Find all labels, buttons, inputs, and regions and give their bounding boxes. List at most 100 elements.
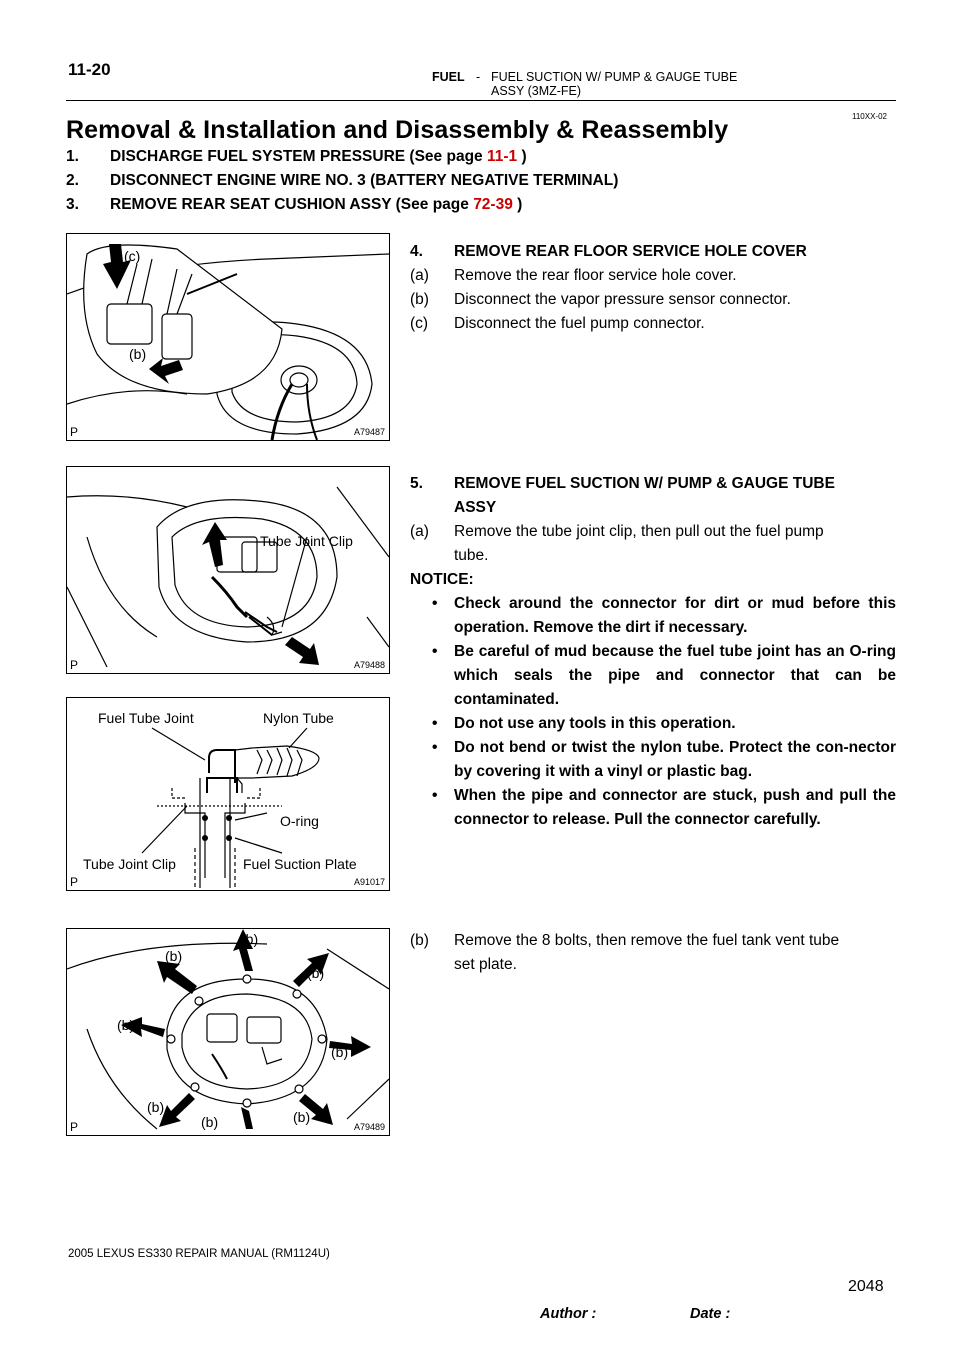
label-tube-joint-clip: Tube Joint Clip — [260, 533, 353, 549]
step-3: 3.REMOVE REAR SEAT CUSHION ASSY (See pag… — [66, 196, 522, 214]
notice-list: • Check around the connector for dirt or … — [410, 592, 896, 832]
arrow-down — [285, 637, 319, 665]
substep-number: (a) — [410, 523, 429, 540]
substep-text-line2: tube. — [454, 547, 489, 564]
step-4-heading: 4. REMOVE REAR FLOOR SERVICE HOLE COVER — [410, 240, 896, 264]
label-b: (b) — [165, 948, 183, 964]
step-5-heading: 5. REMOVE FUEL SUCTION W/ PUMP & GAUGE TU… — [410, 472, 896, 520]
bullet: • — [432, 595, 438, 612]
step-text-end: ) — [512, 196, 523, 213]
notice-item: • Check around the connector for dirt or … — [410, 592, 896, 640]
notice-item: • Be careful of mud because the fuel tube… — [410, 640, 896, 712]
substep-number: (a) — [410, 267, 429, 284]
notice-item: • Do not use any tools in this operation. — [410, 712, 896, 736]
label-b: (b) — [147, 1099, 165, 1115]
substep-text-line1: Remove the tube joint clip, then pull ou… — [454, 523, 824, 540]
label-fuel-suction-plate: Fuel Suction Plate — [243, 856, 357, 872]
header-title: FUEL SUCTION W/ PUMP & GAUGE TUBE ASSY (… — [491, 70, 851, 98]
bolt-removal-illustration — [67, 929, 389, 1130]
label-b: (b) — [241, 931, 259, 947]
notice-text: Do not bend or twist the nylon tube. Pro… — [454, 739, 896, 780]
label-b: (b) — [129, 346, 147, 362]
label-o-ring: O-ring — [280, 813, 319, 829]
page-link[interactable]: 11-1 — [486, 148, 518, 165]
substep-text: Disconnect the vapor pressure sensor con… — [454, 291, 791, 308]
footer-date: Date : — [690, 1306, 731, 1322]
tube-joint-clip-illustration — [67, 486, 389, 668]
page-number: 11-20 — [68, 60, 111, 79]
step-heading-line2: ASSY — [454, 499, 497, 516]
bullet: • — [432, 739, 438, 756]
step-1: 1. DISCHARGE FUEL SYSTEM PRESSURE (See pa… — [66, 148, 527, 166]
fuel-tube-joint-diagram — [141, 727, 320, 888]
figure-code: A79488 — [353, 660, 385, 670]
substep-number: (b) — [410, 932, 429, 949]
step-heading: REMOVE REAR FLOOR SERVICE HOLE COVER — [454, 243, 807, 260]
page-link[interactable]: 72-39 — [473, 196, 513, 213]
step-number: 2. — [66, 172, 79, 189]
footer-page-number: 2048 — [848, 1278, 884, 1295]
label-b: (b) — [331, 1044, 349, 1060]
figure-code: A79487 — [353, 427, 385, 437]
footer-author: Author : — [540, 1306, 597, 1322]
header-title-line1: FUEL SUCTION W/ PUMP & GAUGE TUBE — [491, 70, 738, 84]
label-b: (b) — [117, 1017, 135, 1033]
label-nylon-tube: Nylon Tube — [263, 710, 334, 726]
step-number: 4. — [410, 243, 423, 260]
arrow-up — [202, 522, 227, 567]
page-title: Removal & Installation and Disassembly &… — [66, 116, 729, 144]
notice-text: When the pipe and connector are stuck, p… — [454, 787, 896, 828]
substep-text-line2: set plate. — [454, 956, 517, 973]
step-4a: (a) Remove the rear floor service hole co… — [410, 264, 896, 288]
figure-p-marker: P — [70, 1120, 79, 1134]
step-5b: (b) Remove the 8 bolts, then remove the f… — [410, 929, 896, 977]
doc-code: 110XX-02 — [852, 112, 887, 121]
step-4b: (b) Disconnect the vapor pressure sensor … — [410, 288, 896, 312]
step-number: 1. — [66, 148, 79, 165]
figure-p-marker: P — [70, 875, 79, 889]
substep-text: Remove the rear floor service hole cover… — [454, 267, 737, 284]
service-hole-illustration — [67, 244, 389, 440]
substep-number: (b) — [410, 291, 429, 308]
substep-text: Disconnect the fuel pump connector. — [454, 315, 705, 332]
notice-text: Be careful of mud because the fuel tube … — [454, 643, 896, 708]
label-c: (c) — [124, 248, 141, 264]
header-title-line2: ASSY (3MZ-FE) — [491, 84, 582, 98]
notice-item: • Do not bend or twist the nylon tube. Pr… — [410, 736, 896, 784]
label-b: (b) — [307, 965, 325, 981]
header-rule — [66, 100, 896, 101]
arrow-c — [103, 244, 131, 289]
figure-code: A79489 — [353, 1122, 385, 1132]
manual-footer: 2005 LEXUS ES330 REPAIR MANUAL (RM1124U) — [68, 1248, 330, 1260]
label-fuel-tube-joint: Fuel Tube Joint — [98, 710, 194, 726]
notice-text: Check around the connector for dirt or m… — [454, 595, 896, 636]
substep-number: (c) — [410, 315, 429, 332]
figure-a79489: (b) (b) (b) (b) (b) (b) (b) (b) P A79489 — [66, 928, 390, 1136]
notice-item: • When the pipe and connector are stuck, … — [410, 784, 896, 832]
figure-code: A91017 — [353, 877, 385, 887]
figure-a79488: Tube Joint Clip P A79488 — [66, 466, 390, 674]
figure-p-marker: P — [70, 658, 79, 672]
bullet: • — [432, 787, 438, 804]
bullet: • — [432, 715, 438, 732]
figure-a79487: (c) (b) P A79487 — [66, 233, 390, 441]
header-dash: - — [476, 70, 481, 84]
step-4c: (c) Disconnect the fuel pump connector. — [410, 312, 896, 336]
notice-text: Do not use any tools in this operation. — [454, 715, 736, 732]
label-tube-joint-clip: Tube Joint Clip — [83, 856, 176, 872]
step-number: 5. — [410, 475, 423, 492]
bullet: • — [432, 643, 438, 660]
label-b: (b) — [201, 1114, 219, 1130]
step-text-end: ) — [517, 148, 527, 165]
step-heading-line1: REMOVE FUEL SUCTION W/ PUMP & GAUGE TUBE — [454, 475, 835, 492]
step-text: DISCHARGE FUEL SYSTEM PRESSURE (See page — [110, 148, 487, 165]
section-name: FUEL — [432, 70, 465, 84]
label-b: (b) — [293, 1109, 311, 1125]
figure-p-marker: P — [70, 425, 79, 439]
step-text: DISCONNECT ENGINE WIRE NO. 3 (BATTERY NE… — [110, 172, 619, 189]
substep-text-line1: Remove the 8 bolts, then remove the fuel… — [454, 932, 840, 949]
notice-label: NOTICE: — [410, 571, 474, 588]
step-5a: (a) Remove the tube joint clip, then pull… — [410, 520, 896, 568]
step-text: REMOVE REAR SEAT CUSHION ASSY (See page — [110, 196, 474, 213]
arrow-b — [149, 358, 183, 384]
